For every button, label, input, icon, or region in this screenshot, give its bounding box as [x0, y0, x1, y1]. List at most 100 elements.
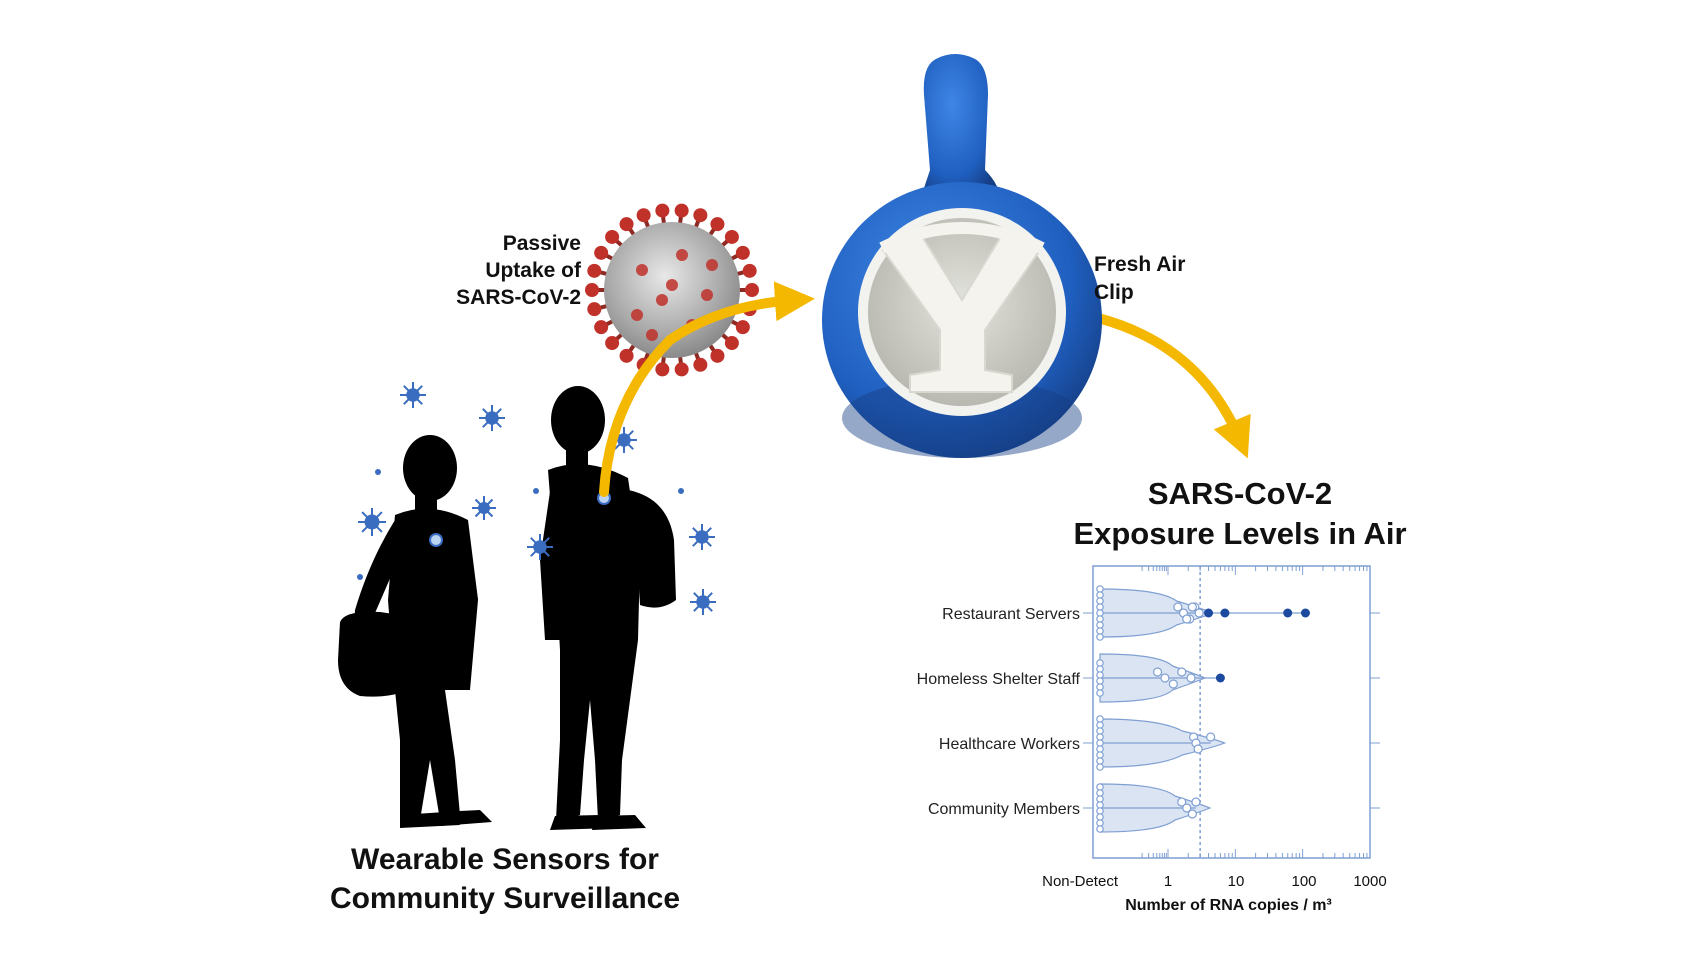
below-limit-point: [1182, 803, 1192, 813]
below-limit-point: [1152, 667, 1163, 677]
virus-surface-protein: [701, 289, 713, 301]
virus-spike-head: [742, 263, 757, 278]
virus-spike-head: [585, 283, 599, 297]
below-limit-point: [1182, 614, 1192, 624]
category-label: Homeless Shelter Staff: [917, 671, 1081, 688]
below-limit-point: [1206, 732, 1216, 742]
below-limit-point: [1193, 744, 1203, 754]
passive-line-2: Uptake of: [485, 259, 581, 282]
virus-particle-icon-group: [357, 382, 716, 615]
virus-particle-icon: [690, 589, 716, 615]
virus-particle-icon: [472, 496, 496, 520]
nondetect-point: [1096, 633, 1104, 641]
x-tick-label: 100: [1291, 873, 1316, 890]
below-limit-point: [1173, 602, 1183, 612]
fresh-air-clip-label: Fresh Air Clip: [1094, 251, 1234, 307]
uptake-arrow: [599, 281, 815, 497]
below-limit-point: [1177, 797, 1187, 807]
virus-surface-protein: [666, 279, 678, 291]
below-limit-point: [1186, 673, 1196, 683]
virus-particle-icon: [375, 469, 381, 475]
virus-surface-protein: [636, 264, 648, 276]
virus-spike-head: [636, 208, 651, 223]
passive-uptake-label: Passive Uptake of SARS-CoV-2: [395, 230, 581, 311]
person-silhouette-icon-left: [338, 435, 492, 828]
clip-line-2: Clip: [1094, 281, 1134, 304]
chart-frame: [1092, 565, 1371, 859]
wearable-line-2: Community Surveillance: [329, 882, 681, 915]
exposure-levels-title: SARS-CoV-2 Exposure Levels in Air: [1030, 474, 1450, 554]
below-limit-point: [1168, 679, 1178, 689]
virus-spike-head: [724, 229, 739, 244]
below-limit-point: [1191, 797, 1201, 807]
below-limit-point: [1160, 673, 1170, 683]
virus-spike-head: [594, 245, 609, 260]
virus-spike-head: [710, 348, 725, 363]
virus-particle-icon: [479, 405, 505, 431]
virus-spike-head: [587, 263, 602, 278]
passive-line-3: SARS-CoV-2: [456, 286, 581, 309]
virus-particle-icon: [611, 427, 637, 453]
x-tick-label: 10: [1228, 873, 1245, 890]
virus-particle-icon: [358, 508, 386, 536]
virus-particle-icon: [533, 488, 539, 494]
detected-point: [1220, 608, 1230, 618]
category-label: Community Members: [928, 801, 1080, 818]
virus-particle-icon: [527, 534, 553, 560]
virus-surface-protein: [646, 329, 658, 341]
x-axis-label: Number of RNA copies / m³: [1125, 897, 1332, 914]
x-tick-label: 1000: [1353, 873, 1386, 890]
detected-point: [1283, 608, 1293, 618]
virus-spike-head: [674, 362, 689, 377]
below-limit-point: [1187, 602, 1197, 612]
virus-spike-head: [735, 320, 750, 335]
exposure-arrow: [1093, 313, 1251, 459]
virus-particle-icon: [678, 488, 684, 494]
virus-surface-protein: [676, 249, 688, 261]
virus-spike-head: [655, 362, 670, 377]
category-label: Healthcare Workers: [939, 736, 1080, 753]
virus-spike-head: [619, 217, 634, 232]
virus-particle-icon: [357, 574, 363, 580]
virus-spike-head: [674, 203, 689, 218]
category-label: Restaurant Servers: [942, 606, 1080, 623]
virus-spike-head: [710, 217, 725, 232]
chart-row: Healthcare Workers: [939, 715, 1380, 771]
fresh-air-clip-icon: [822, 54, 1102, 458]
virus-particle-icon: [689, 524, 715, 550]
below-limit-point: [1177, 667, 1187, 677]
chart-row: Restaurant Servers: [942, 585, 1380, 641]
wearable-sensors-title: Wearable Sensors for Community Surveilla…: [280, 840, 730, 918]
virus-spike-head: [693, 208, 708, 223]
x-tick-label: Non-Detect: [1042, 873, 1119, 890]
virus-spike-head: [594, 320, 609, 335]
detected-point: [1215, 673, 1225, 683]
virus-surface-protein: [631, 309, 643, 321]
detected-point: [1300, 608, 1310, 618]
chart-row: Community Members: [928, 783, 1380, 833]
sensor-dot-left: [429, 533, 443, 547]
virus-spike-head: [587, 302, 602, 317]
virus-spike-head: [605, 336, 620, 351]
wearable-line-1: Wearable Sensors for: [351, 843, 659, 876]
nondetect-point: [1096, 689, 1104, 697]
virus-spike-head: [745, 283, 759, 297]
nondetect-point: [1096, 763, 1104, 771]
sars-cov-2-virus-icon: [585, 203, 759, 377]
x-tick-label: 1: [1164, 873, 1172, 890]
chart-row: Homeless Shelter Staff: [917, 653, 1380, 703]
virus-spike-head: [735, 245, 750, 260]
virus-spike-head: [605, 229, 620, 244]
virus-particle-icon: [400, 382, 426, 408]
passive-line-1: Passive: [502, 232, 581, 255]
detected-point: [1204, 608, 1214, 618]
virus-spike-head: [619, 348, 634, 363]
person-silhouette-icon-right: [540, 386, 676, 830]
nondetect-point: [1096, 825, 1104, 833]
below-limit-point: [1187, 809, 1197, 819]
virus-spike-head: [724, 336, 739, 351]
virus-surface-protein: [656, 294, 668, 306]
